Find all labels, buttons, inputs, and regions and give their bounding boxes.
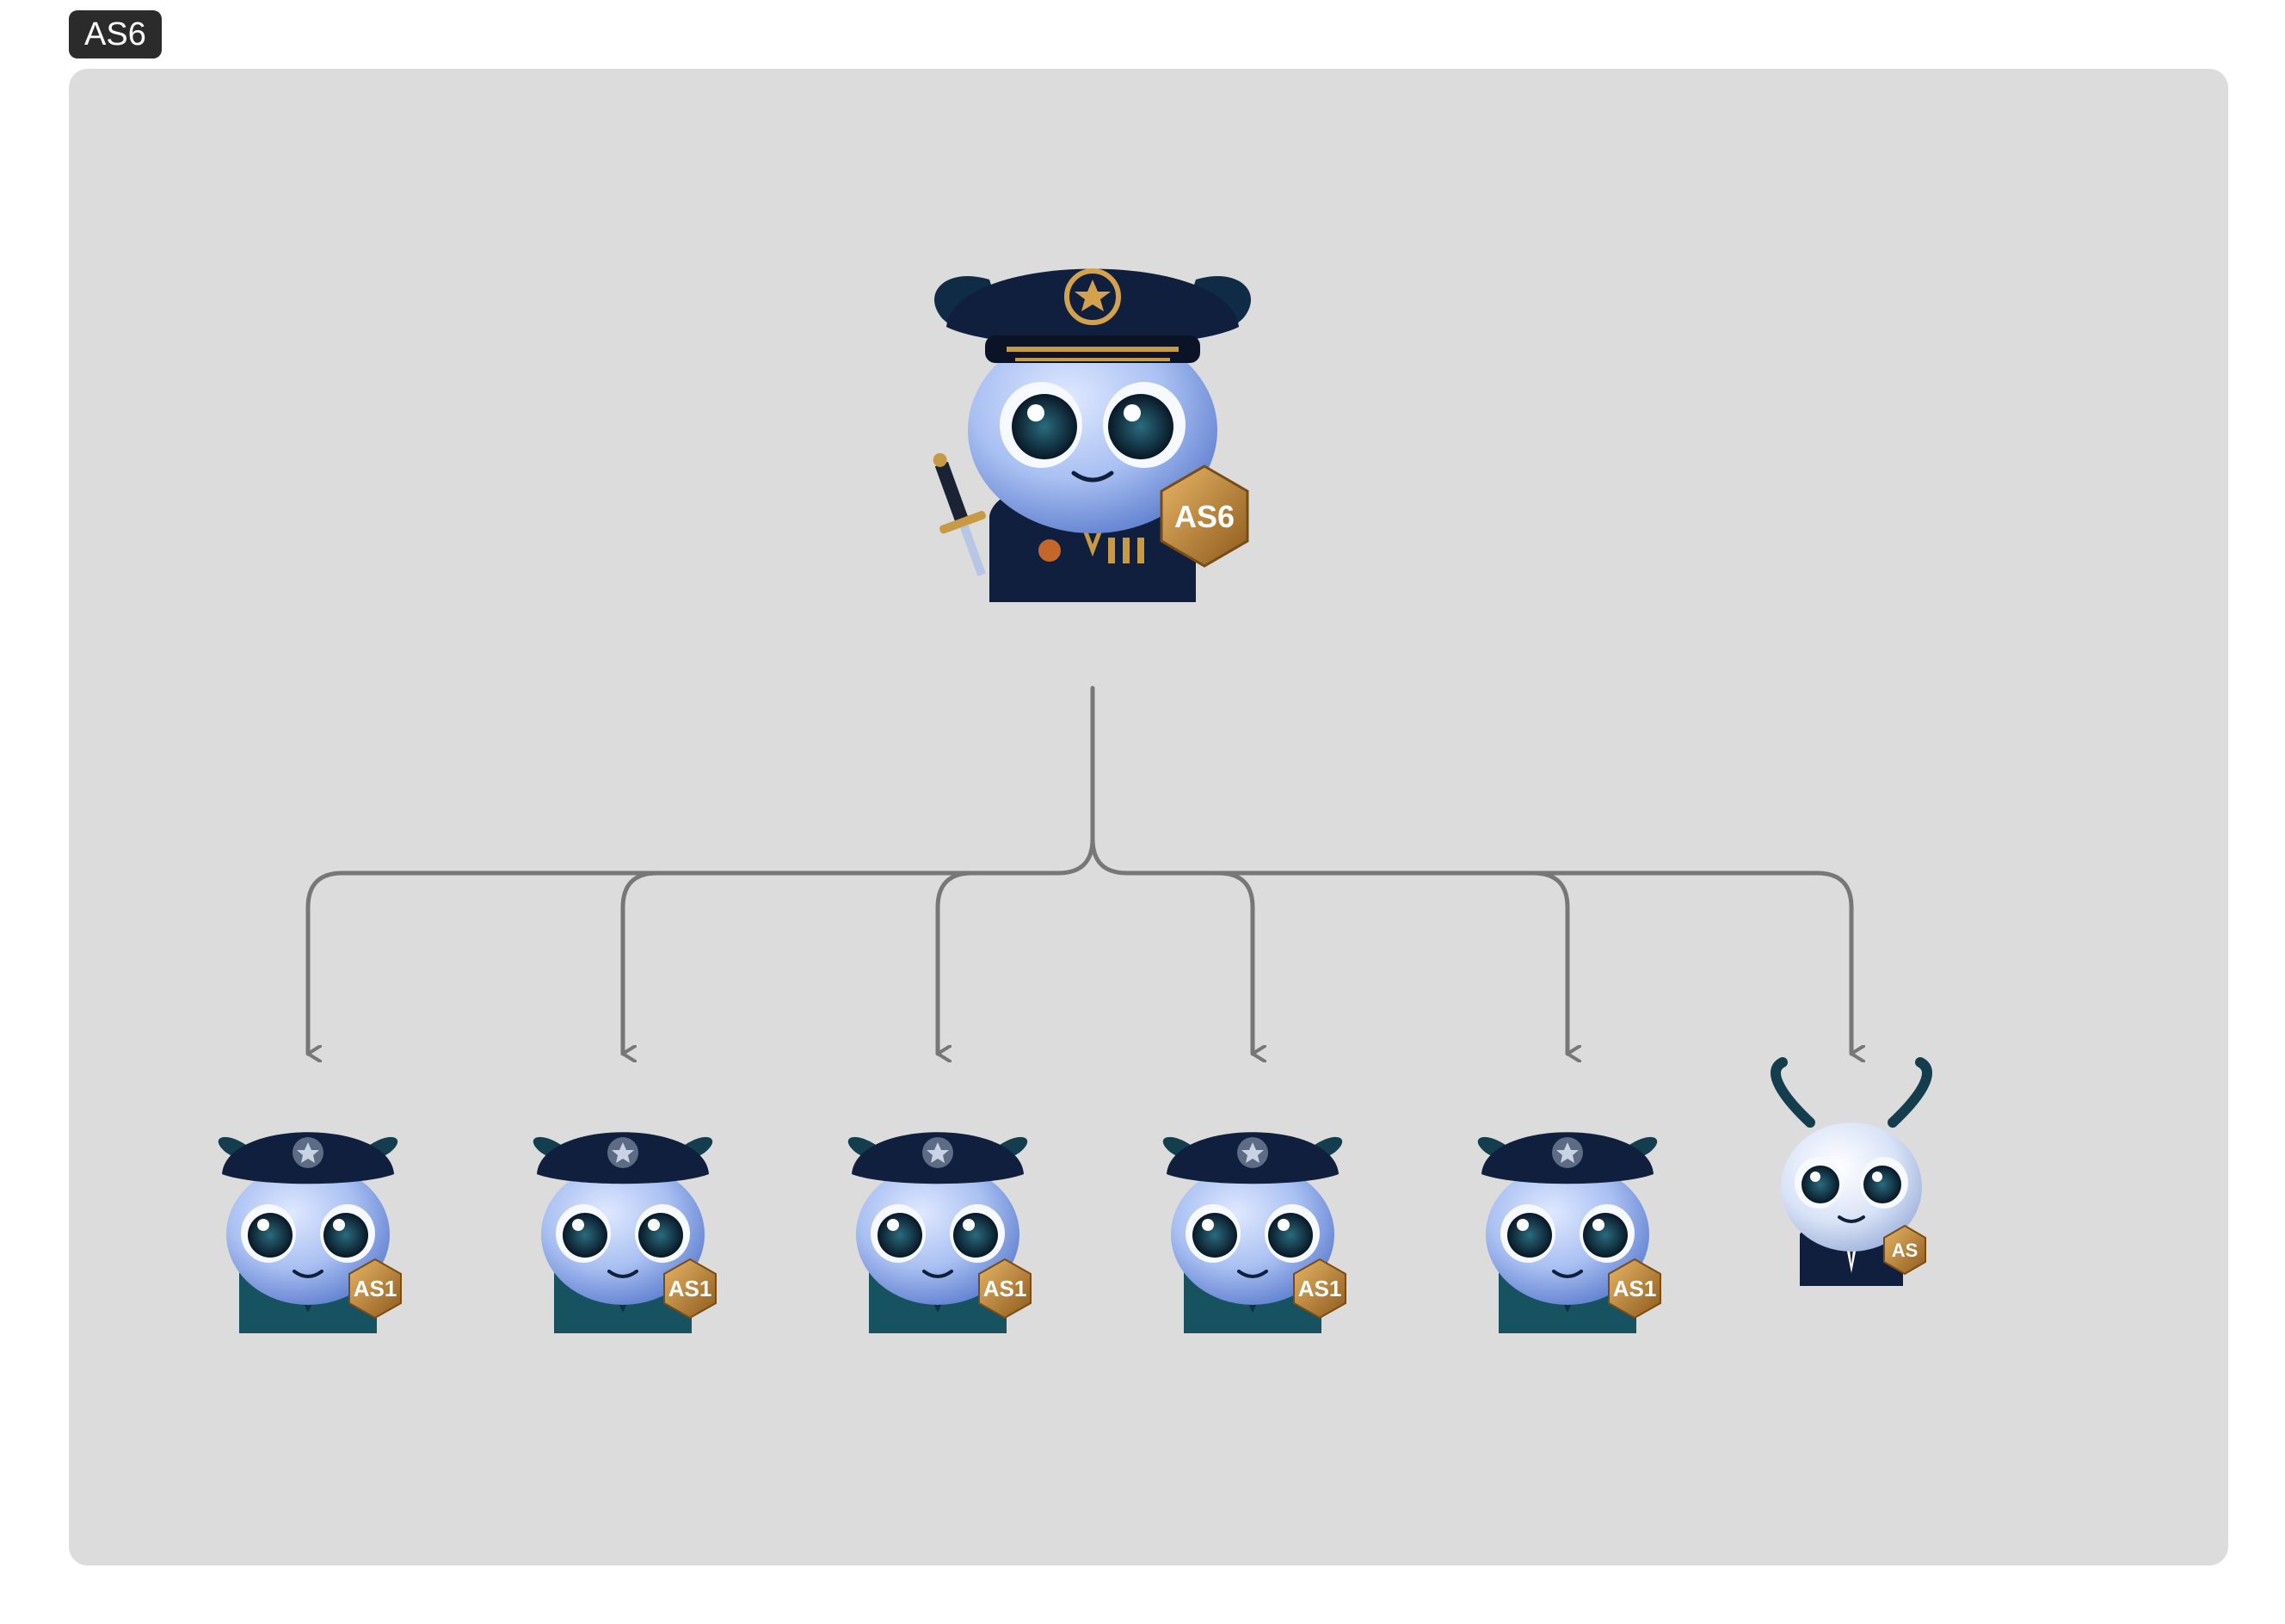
ant-general-icon: AS6 — [933, 268, 1251, 602]
badge-label: AS1 — [1298, 1276, 1342, 1301]
badge-label: AS1 — [983, 1276, 1027, 1301]
badge-label: AS1 — [1613, 1276, 1657, 1301]
connector-lines — [305, 686, 1851, 1054]
ant-soldier-icon: AS1 — [847, 1132, 1032, 1333]
connector-arrow — [620, 870, 660, 1054]
ant-soldier-icon: AS1 — [1477, 1132, 1661, 1333]
ant-suit-icon: AS — [1771, 1057, 1932, 1286]
badge-label: AS1 — [668, 1276, 712, 1301]
connector-arrow — [1216, 870, 1253, 1054]
ant-soldier-icon: AS1 — [533, 1132, 717, 1333]
ant-soldier-icon: AS1 — [218, 1132, 402, 1333]
connector-arrow — [935, 870, 975, 1054]
badge-label: AS1 — [354, 1276, 397, 1301]
connector-arrow — [305, 870, 345, 1054]
connector-bar — [340, 836, 1820, 876]
connector-arrow — [1531, 870, 1567, 1054]
connector-arrow — [1814, 870, 1851, 1054]
badge-label: AS6 — [1174, 499, 1235, 534]
badge-label: AS — [1892, 1240, 1919, 1261]
page-title: AS6 — [69, 10, 162, 58]
rank-badge: AS6 — [1160, 464, 1249, 568]
ant-soldier-icon: AS1 — [1162, 1132, 1346, 1333]
child-nodes: AS1 — [218, 1057, 1932, 1333]
